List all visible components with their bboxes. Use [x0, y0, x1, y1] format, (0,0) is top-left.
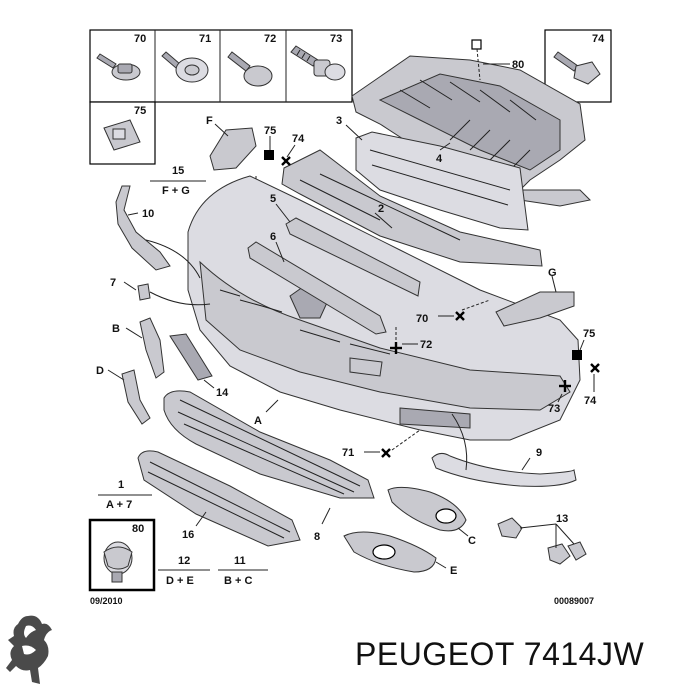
callout-6: 6 — [270, 231, 276, 243]
callout-2: 2 — [378, 203, 384, 215]
bracket-part-g — [495, 291, 575, 327]
screw-70-icon — [96, 53, 141, 81]
callout-15-sub: F + G — [162, 185, 190, 197]
bracket-part-f — [209, 127, 257, 171]
lower-grille-part-8 — [137, 450, 301, 547]
callout-12: 12 — [178, 555, 190, 567]
callout-d: D — [96, 365, 104, 377]
fastener-75-number: 75 — [134, 105, 146, 117]
fastener-box-80: 80 — [88, 518, 156, 592]
reinforcement-beam-part-2 — [281, 149, 543, 267]
clip-part-7 — [137, 283, 151, 301]
bracket-part-b — [139, 317, 165, 379]
brand-name: PEUGEOT — [355, 636, 515, 672]
callout-1-sub: A + 7 — [106, 499, 132, 511]
fastener-80-number: 80 — [132, 523, 144, 535]
fastener-73-number: 73 — [330, 33, 342, 45]
callout-13: 13 — [556, 513, 568, 525]
callout-a: A — [254, 415, 262, 427]
callout-f: F — [206, 115, 213, 127]
callout-10: 10 — [142, 208, 154, 220]
fastener-box-grid: 70 71 72 73 75 — [89, 29, 353, 165]
callout-70: 70 — [416, 313, 428, 325]
callout-e: E — [450, 565, 457, 577]
callout-5: 5 — [270, 193, 276, 205]
fastener-71-icon — [381, 448, 391, 458]
callout-74-left: 74 — [292, 133, 305, 145]
screw-72-icon — [227, 51, 273, 87]
clip-nut-75-icon — [103, 119, 141, 151]
clip-80-icon — [471, 39, 482, 50]
fastener-73-right-icon — [559, 380, 571, 392]
callout-4: 4 — [436, 153, 443, 165]
callout-9: 9 — [536, 447, 542, 459]
clip-75-left-icon — [264, 150, 274, 160]
bracket-part-d — [121, 369, 151, 425]
callout-c: C — [468, 535, 476, 547]
callout-80: 80 — [512, 59, 524, 71]
cover-plate-part-14 — [169, 333, 213, 381]
diagram-date: 09/2010 — [90, 596, 123, 606]
callout-15: 15 — [172, 165, 184, 177]
callout-1: 1 — [118, 479, 124, 491]
fastener-74-right-icon — [590, 363, 600, 373]
grille-part-16 — [163, 390, 375, 499]
fastener-72-icon — [390, 342, 402, 354]
peugeot-lion-logo-icon — [6, 615, 52, 684]
fastener-74-left-icon — [281, 156, 291, 166]
impact-absorber-part-3 — [355, 131, 529, 231]
fastener-70-number: 70 — [134, 33, 146, 45]
callout-3: 3 — [336, 115, 342, 127]
upper-absorber-part-4 — [351, 55, 592, 207]
callout-71: 71 — [342, 447, 354, 459]
callout-14: 14 — [216, 387, 229, 399]
callout-73-right: 73 — [548, 403, 560, 415]
part-number: 7414JW — [523, 636, 645, 672]
callout-7: 7 — [110, 277, 116, 289]
side-bracket-part-10 — [115, 185, 171, 271]
brand-part-number: PEUGEOT 7414JW — [355, 636, 644, 673]
fog-surround-part-c — [387, 486, 467, 532]
fog-surround-part-e — [343, 531, 437, 573]
callout-b: B — [112, 323, 120, 335]
callout-75-left: 75 — [264, 125, 276, 137]
trim-strip-part-5 — [285, 217, 421, 297]
callout-75-right: 75 — [583, 328, 595, 340]
callout-8: 8 — [314, 531, 320, 543]
bolt-73-icon — [290, 45, 346, 81]
fastener-72-number: 72 — [264, 33, 276, 45]
callout-g: G — [548, 267, 557, 279]
callout-11: 11 — [234, 555, 246, 567]
fastener-71-number: 71 — [199, 33, 211, 45]
callout-74-right: 74 — [584, 395, 597, 407]
trim-strip-part-9 — [431, 452, 577, 487]
bolt-74-icon — [553, 51, 601, 85]
callout-11-sub: B + C — [224, 575, 252, 587]
clips-part-13 — [497, 517, 587, 565]
clip-75-right-icon — [572, 350, 582, 360]
fastener-70-icon — [455, 311, 465, 321]
diagram-reference: 00089007 — [554, 596, 594, 606]
rivet-71-icon — [161, 51, 209, 83]
fastener-74-number: 74 — [592, 33, 605, 45]
callout-16: 16 — [182, 529, 194, 541]
trim-strip-part-6 — [247, 241, 387, 335]
rivet-80-icon — [103, 541, 133, 583]
callout-12-sub: D + E — [166, 575, 194, 587]
callout-72: 72 — [420, 339, 432, 351]
